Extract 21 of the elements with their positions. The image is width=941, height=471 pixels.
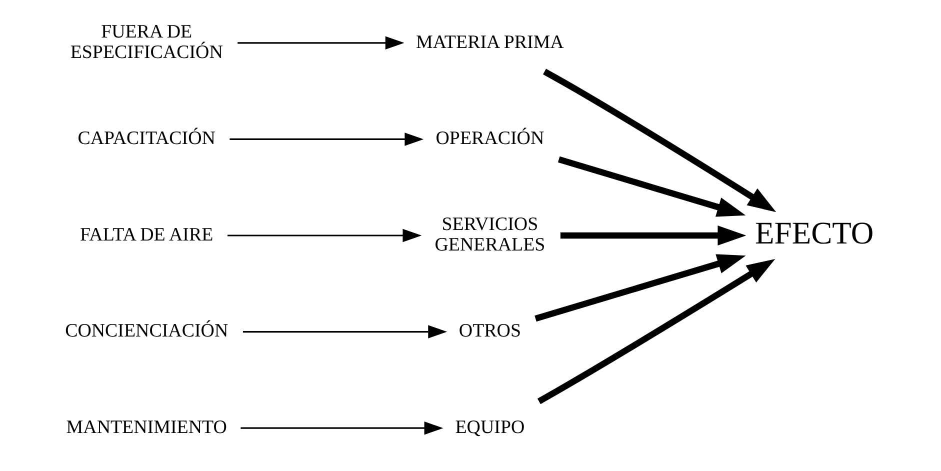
arrow [229,132,424,146]
node-text: MANTENIMIENTO [66,416,226,438]
arrow [560,226,746,246]
arrow [242,325,447,338]
node-text: OPERACIÓN [435,128,544,150]
arrow [542,68,776,212]
node-text: OTROS [458,320,520,342]
node-text: MATERIA PRIMA [416,32,564,53]
arrow [227,228,422,242]
arrow [536,258,775,404]
node-text: CONCIENCIACIÓN [64,320,228,342]
node-text: CAPACITACIÓN [77,128,215,150]
node-text: SERVICIOS GENERALES [434,214,545,256]
node-text: FUERA DE ESPECIFICACIÓN [70,22,222,64]
arrow [557,156,746,217]
node-text: FALTA DE AIRE [80,224,213,246]
node-text: EFECTO [754,215,874,250]
arrow [240,421,443,435]
arrow [237,36,404,50]
node-text: EQUIPO [454,416,524,438]
arrow [534,254,746,322]
